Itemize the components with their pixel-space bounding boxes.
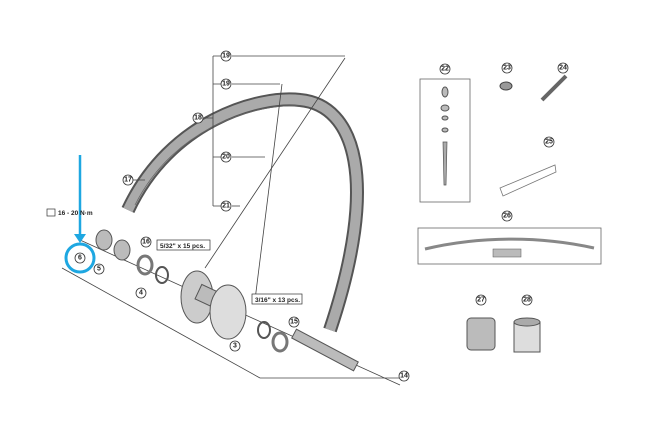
grease-cup — [466, 317, 496, 351]
seal — [136, 254, 154, 276]
seal-rear — [271, 331, 289, 353]
torque-label: 16 - 20 N·m — [46, 208, 93, 217]
callout-16: 16 — [140, 236, 152, 248]
svg-text:19: 19 — [222, 81, 230, 88]
svg-text:23: 23 — [503, 65, 511, 72]
callout-18: 18 — [192, 112, 204, 124]
callout-6: 6 — [74, 252, 86, 264]
callout-20: 20 — [220, 151, 232, 163]
svg-text:19: 19 — [222, 53, 230, 60]
cone — [113, 239, 131, 261]
svg-text:15: 15 — [290, 319, 298, 326]
callout-15: 15 — [288, 316, 300, 328]
callout-14: 14 — [398, 370, 410, 382]
svg-text:27: 27 — [477, 297, 485, 304]
highlight-circle — [64, 242, 96, 274]
callout-26: 26 — [501, 210, 513, 222]
svg-text:17: 17 — [124, 177, 132, 184]
ball-retainer-front — [155, 266, 169, 284]
ball-count-front: 5/32" x 15 pcs. — [156, 239, 211, 251]
callout-19b: 19 — [220, 78, 232, 90]
svg-text:28: 28 — [523, 297, 531, 304]
svg-text:24: 24 — [559, 65, 567, 72]
ball-retainer-rear — [257, 321, 271, 339]
callout-27: 27 — [475, 294, 487, 306]
svg-text:4: 4 — [139, 290, 143, 297]
callout-25: 25 — [543, 136, 555, 148]
svg-text:16 - 20 N·m: 16 - 20 N·m — [58, 210, 93, 217]
callout-17: 17 — [122, 174, 134, 186]
locknut — [95, 229, 113, 251]
callout-24: 24 — [557, 62, 569, 74]
svg-text:6: 6 — [78, 255, 82, 262]
rim-tape-box — [417, 227, 602, 265]
svg-text:16: 16 — [142, 239, 150, 246]
svg-text:22: 22 — [441, 66, 449, 73]
svg-text:25: 25 — [545, 139, 553, 146]
svg-text:18: 18 — [194, 115, 202, 122]
svg-text:5: 5 — [97, 266, 101, 273]
svg-text:5/32" x 15 pcs.: 5/32" x 15 pcs. — [160, 243, 205, 250]
callout-3: 3 — [229, 340, 241, 352]
ball-count-rear: 3/16" x 13 pcs. — [251, 293, 303, 305]
svg-text:21: 21 — [222, 203, 230, 210]
axle — [291, 328, 359, 372]
callout-19a: 19 — [220, 50, 232, 62]
callout-4: 4 — [135, 287, 147, 299]
svg-text:3/16" x 13 pcs.: 3/16" x 13 pcs. — [255, 297, 300, 304]
callout-22: 22 — [439, 63, 451, 75]
svg-text:14: 14 — [400, 373, 408, 380]
arrow-head-icon — [74, 234, 86, 243]
callout-21: 21 — [220, 200, 232, 212]
svg-text:26: 26 — [503, 213, 511, 220]
nipple-parts-box — [419, 78, 471, 203]
svg-text:20: 20 — [222, 154, 230, 161]
svg-text:3: 3 — [233, 343, 237, 350]
callout-23: 23 — [501, 62, 513, 74]
hub-flange-right — [209, 284, 247, 340]
callout-28: 28 — [521, 294, 533, 306]
callout-5: 5 — [93, 263, 105, 275]
